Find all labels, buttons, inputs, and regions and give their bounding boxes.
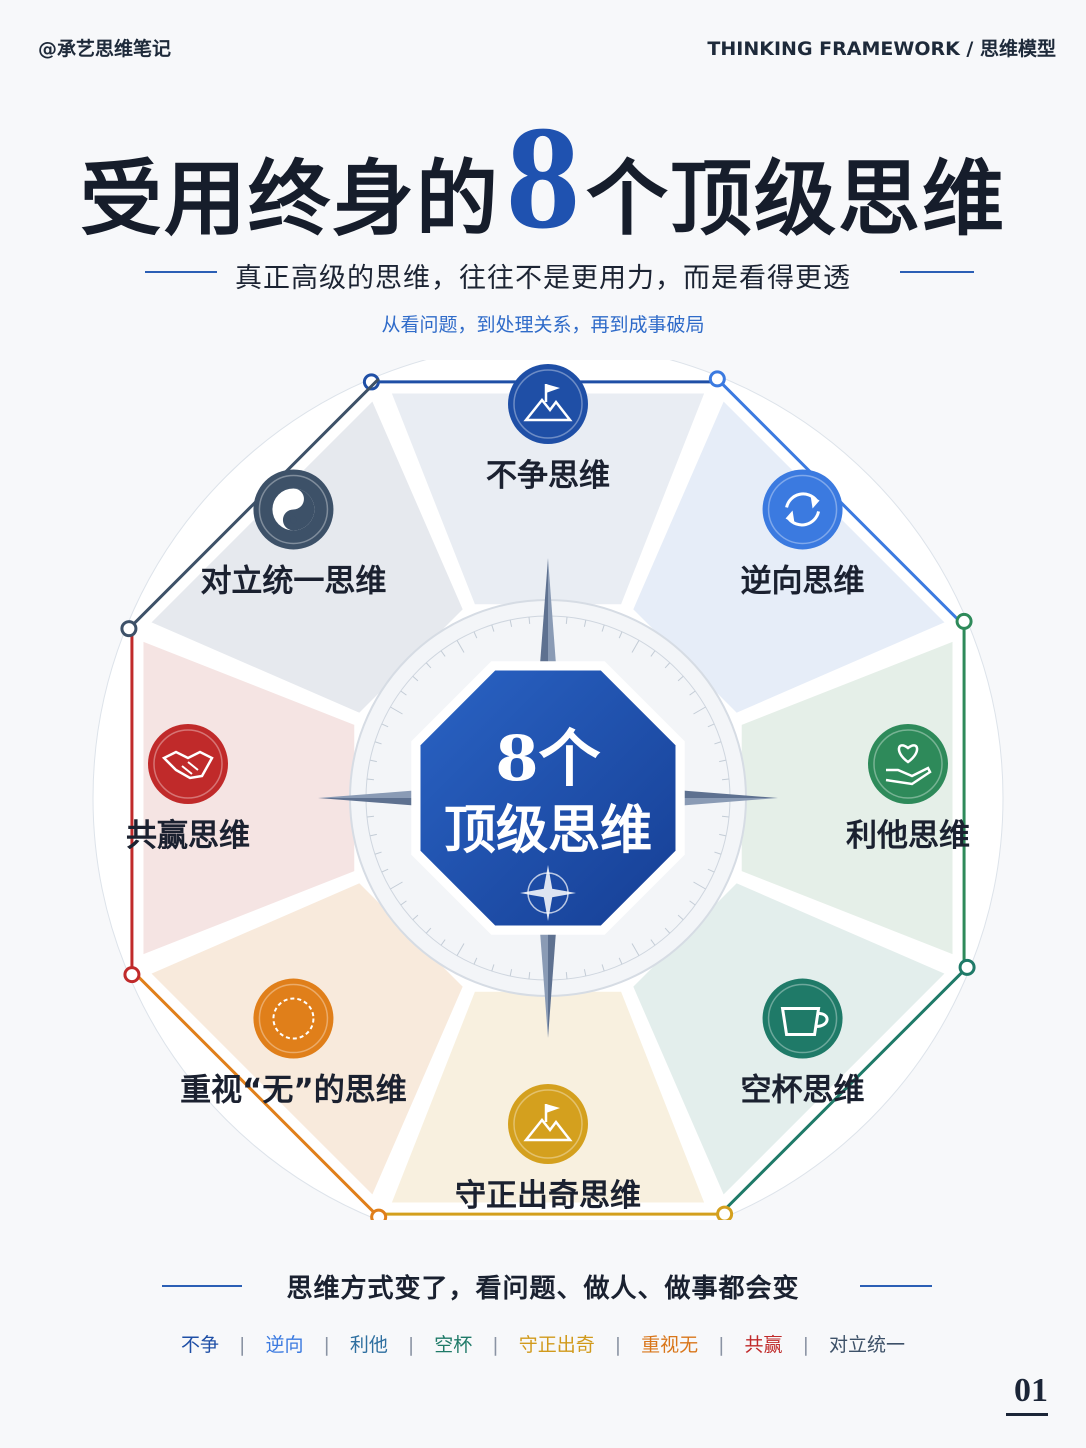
edge-node bbox=[120, 620, 138, 638]
segment-label: 重视“无”的思维 bbox=[180, 1073, 407, 1109]
edge-node bbox=[716, 1205, 734, 1220]
title-prefix: 受用终身的 bbox=[79, 151, 500, 247]
keyword-item: 不争 bbox=[181, 1334, 220, 1356]
segment-2 bbox=[626, 370, 969, 720]
center-line-2: 顶级思维 bbox=[444, 800, 652, 861]
yin-yang-icon bbox=[253, 469, 334, 550]
keyword-separator: | bbox=[802, 1334, 809, 1356]
segment-1 bbox=[362, 364, 725, 611]
page-number-underline bbox=[1006, 1413, 1048, 1416]
keyword-item: 守正出奇 bbox=[518, 1334, 595, 1356]
center-octagon bbox=[420, 670, 676, 926]
edge-node bbox=[958, 958, 976, 976]
segment-label: 对立统一思维 bbox=[200, 563, 386, 599]
title-suffix: 个顶级思维 bbox=[586, 151, 1007, 247]
handshake-icon bbox=[148, 724, 228, 804]
footer-rule-left bbox=[162, 1285, 242, 1287]
keyword-separator: | bbox=[718, 1334, 725, 1356]
summit-flag-icon bbox=[508, 1084, 588, 1164]
center-line-1: 8个 bbox=[495, 722, 600, 795]
summit-flag-icon bbox=[508, 364, 588, 444]
page-number: 01 bbox=[1014, 1372, 1048, 1409]
keyword-separator: | bbox=[492, 1334, 499, 1356]
segment-panel bbox=[626, 391, 955, 720]
segment-7 bbox=[123, 621, 361, 984]
segment-8 bbox=[120, 377, 470, 720]
subtitle-rule-left bbox=[145, 271, 217, 273]
edge-node bbox=[955, 612, 973, 630]
keyword-item: 逆向 bbox=[265, 1334, 304, 1356]
dashed-circle-icon bbox=[253, 978, 334, 1059]
segment-panel bbox=[137, 633, 361, 963]
segment-edge bbox=[127, 966, 380, 1219]
heart-hand-icon bbox=[868, 724, 948, 804]
edge-node bbox=[708, 370, 726, 388]
brand-handle: @承艺思维笔记 bbox=[38, 38, 172, 60]
segment-3 bbox=[735, 612, 973, 975]
tagline: 从看问题，到处理关系，再到成事破局 bbox=[381, 314, 705, 336]
subtitle: 真正高级的思维，往往不是更用力，而是看得更透 bbox=[235, 263, 851, 294]
segment-label: 利他思维 bbox=[846, 818, 970, 854]
keyword-item: 对立统一 bbox=[828, 1334, 905, 1356]
segment-panel bbox=[383, 387, 713, 611]
segment-6 bbox=[127, 876, 470, 1220]
edge-node bbox=[123, 966, 141, 984]
edge-node bbox=[370, 1208, 388, 1220]
edge-node bbox=[362, 373, 380, 391]
keyword-separator: | bbox=[239, 1334, 246, 1356]
keyword-separator: | bbox=[323, 1334, 330, 1356]
segment-label: 逆向思维 bbox=[741, 563, 865, 599]
compass-rose-icon bbox=[520, 865, 576, 921]
footer-slogan: 思维方式变了，看问题、做人、做事都会变 bbox=[286, 1274, 800, 1304]
segment-label: 守正出奇思维 bbox=[455, 1178, 641, 1214]
keyword-row: 不争 | 逆向 | 利他 | 空杯 | 守正出奇 | 重视无 | 共赢 | 对立统一 bbox=[0, 1330, 1086, 1357]
segment-label: 共赢思维 bbox=[126, 818, 250, 854]
segment-edge bbox=[127, 377, 380, 630]
framework-label: THINKING FRAMEWORK / 思维模型 bbox=[707, 38, 1056, 60]
segment-edge bbox=[716, 377, 969, 630]
subtitle-rule-right bbox=[900, 271, 974, 273]
segment-5 bbox=[371, 985, 734, 1220]
cup-icon bbox=[762, 978, 843, 1059]
keyword-separator: | bbox=[614, 1334, 622, 1356]
keyword-separator: | bbox=[407, 1334, 415, 1356]
page-title: 受用终身的8个顶级思维 bbox=[0, 104, 1086, 252]
segment-label: 不争思维 bbox=[486, 458, 610, 494]
keyword-item: 共赢 bbox=[744, 1334, 783, 1356]
keyword-item: 重视无 bbox=[641, 1334, 699, 1356]
title-number: 8 bbox=[506, 96, 580, 260]
reverse-arrows-icon bbox=[762, 469, 843, 550]
segment-label: 空杯思维 bbox=[741, 1073, 865, 1109]
keyword-item: 空杯 bbox=[434, 1334, 473, 1356]
segment-edge bbox=[716, 966, 969, 1219]
segment-panel bbox=[735, 633, 959, 963]
segment-4 bbox=[626, 876, 976, 1219]
footer-rule-right bbox=[860, 1285, 932, 1287]
keyword-item: 利他 bbox=[349, 1334, 388, 1356]
